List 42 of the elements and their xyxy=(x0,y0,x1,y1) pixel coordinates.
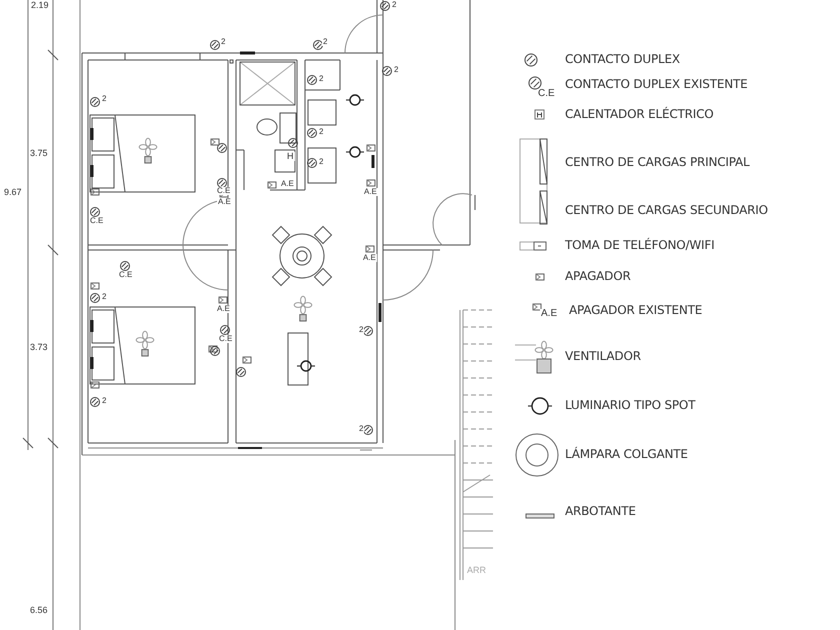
quantity-mark: 2 xyxy=(393,66,400,74)
symbol-tag: A.E xyxy=(216,305,231,313)
symbol-tag: A.E xyxy=(217,198,232,206)
legend-text: CONTACTO DUPLEX EXISTENTE xyxy=(565,78,748,90)
legend-text: CENTRO DE CARGAS SECUNDARIO xyxy=(565,204,768,216)
quantity-mark: 2 xyxy=(318,158,324,166)
symbol-tag: C.E xyxy=(118,271,134,279)
legend-text: LUMINARIO TIPO SPOT xyxy=(565,399,696,411)
legend-text: APAGADOR EXISTENTE xyxy=(569,304,702,316)
quantity-mark: 2 xyxy=(391,1,398,9)
legend-text: TOMA DE TELÉFONO/WIFI xyxy=(565,239,714,251)
quantity-mark: 2 xyxy=(101,293,108,301)
legend-text: CALENTADOR ELÉCTRICO xyxy=(565,108,714,120)
symbol-tag: C.E xyxy=(218,335,234,343)
symbol-tag: A.E xyxy=(362,254,377,262)
quantity-mark: 2 xyxy=(318,75,324,83)
legend-text: APAGADOR xyxy=(565,270,631,282)
symbol-tag: A.E xyxy=(363,188,378,196)
quantity-mark: 2 xyxy=(358,425,364,433)
legend-text: LÁMPARA COLGANTE xyxy=(565,448,688,460)
dimension-label: 3.75 xyxy=(29,149,49,158)
quantity-mark: 2 xyxy=(358,326,364,334)
legend-text: VENTILADOR xyxy=(565,350,641,362)
quantity-mark: 2 xyxy=(318,128,324,136)
quantity-mark: 2 xyxy=(220,38,226,46)
quantity-mark: 2 xyxy=(101,95,108,103)
dimension-label: 3.73 xyxy=(29,343,49,352)
legend-text: CONTACTO DUPLEX xyxy=(565,53,680,65)
symbol-tag: C.E xyxy=(216,187,232,195)
quantity-mark: 2 xyxy=(322,38,328,46)
symbol-tag: C.E xyxy=(537,89,556,99)
symbol-tag: C.E xyxy=(89,217,104,225)
quantity-mark: 2 xyxy=(101,397,108,405)
heater-mark: H xyxy=(286,152,294,161)
legend-text: CENTRO DE CARGAS PRINCIPAL xyxy=(565,156,750,168)
stair-label: ARR xyxy=(466,566,488,575)
symbol-tag: A.E xyxy=(540,309,558,319)
legend-text: ARBOTANTE xyxy=(565,505,636,517)
dimension-label: 9.67 xyxy=(3,188,23,197)
symbol-tag: A.E xyxy=(280,180,295,188)
dimension-label: 2.19 xyxy=(30,1,50,10)
dimension-label: 6.56 xyxy=(29,606,49,615)
